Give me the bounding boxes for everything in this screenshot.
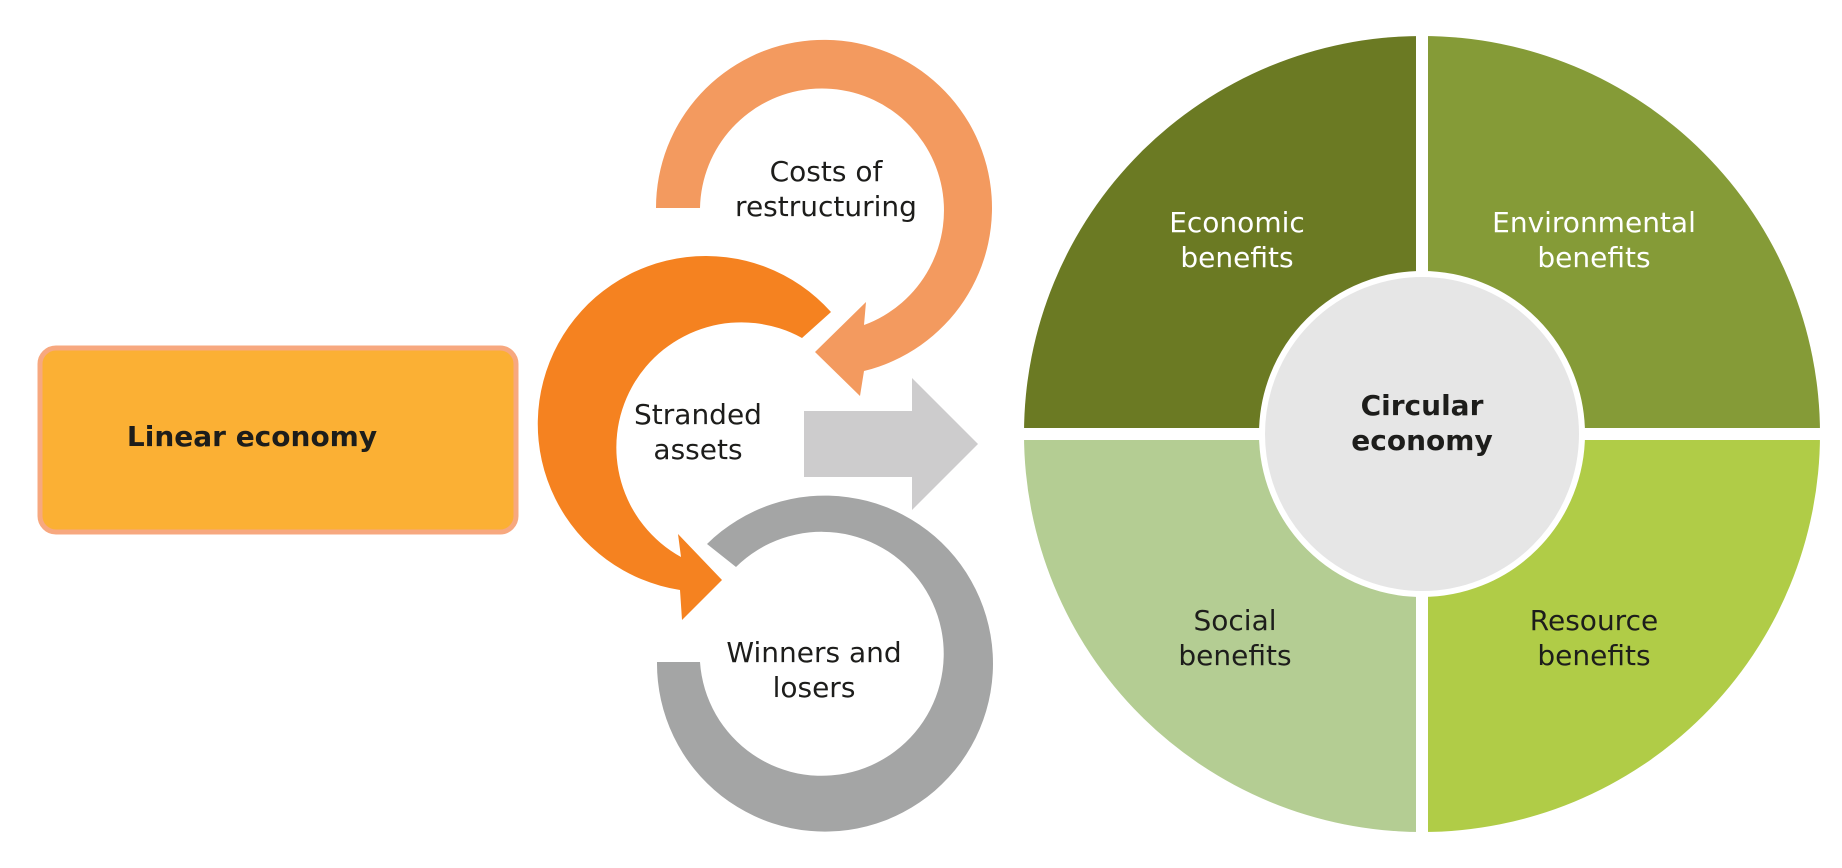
resource-benefits-label-line2: benefits xyxy=(1537,639,1650,672)
transition-arrow xyxy=(804,378,978,510)
winners-arc: Winners and losers xyxy=(656,495,993,832)
circular-economy-label-line1: Circular xyxy=(1361,389,1484,422)
stranded-arc-shape xyxy=(537,255,831,620)
costs-arc-shape xyxy=(655,39,992,396)
circular-economy-wheel: Circular economy Economic benefits Envir… xyxy=(1018,30,1826,838)
winners-arc-shape xyxy=(656,495,993,832)
stranded-arc: Stranded assets xyxy=(537,255,831,620)
costs-arc-label-line2: restructuring xyxy=(735,190,917,223)
economic-benefits-label-line2: benefits xyxy=(1180,241,1293,274)
stranded-arc-label-line2: assets xyxy=(653,433,742,466)
circular-economy-center xyxy=(1259,271,1585,597)
linear-economy-box: Linear economy xyxy=(37,345,519,535)
environmental-benefits-label-line1: Environmental xyxy=(1492,206,1696,239)
resource-benefits-label-line1: Resource xyxy=(1530,604,1658,637)
linear-economy-label: Linear economy xyxy=(127,420,377,453)
social-benefits-label-line1: Social xyxy=(1193,604,1276,637)
stranded-arc-label-line1: Stranded xyxy=(634,398,762,431)
winners-arc-label-line2: losers xyxy=(773,671,856,704)
costs-arc: Costs of restructuring xyxy=(655,39,992,396)
economic-benefits-label-line1: Economic xyxy=(1169,206,1305,239)
winners-arc-label-line1: Winners and xyxy=(726,636,901,669)
linear-economy-box-shape xyxy=(37,345,519,535)
circular-economy-label-line2: economy xyxy=(1351,424,1492,457)
social-benefits-label-line2: benefits xyxy=(1178,639,1291,672)
costs-arc-label-line1: Costs of xyxy=(770,155,884,188)
environmental-benefits-label-line2: benefits xyxy=(1537,241,1650,274)
